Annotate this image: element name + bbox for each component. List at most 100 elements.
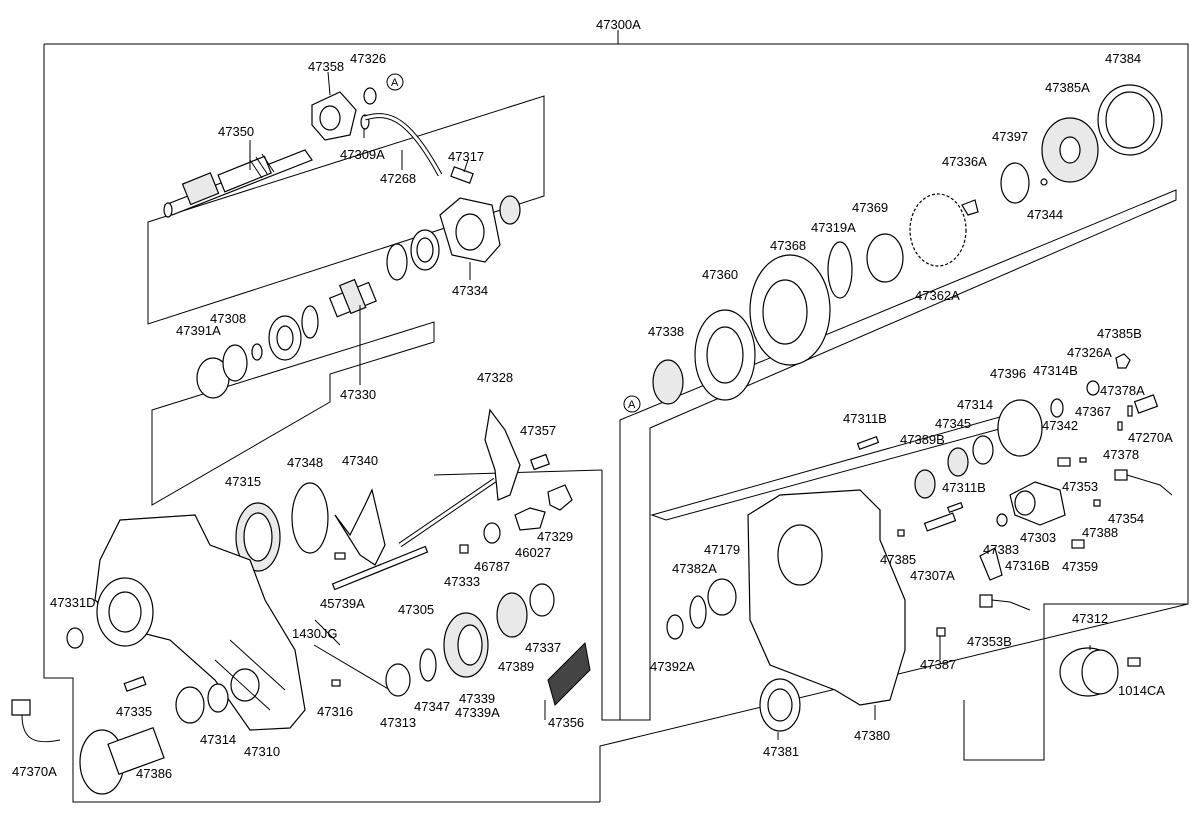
part-label-47307A: 47307A [910, 568, 955, 583]
part-label-47385A: 47385A [1045, 80, 1090, 95]
ring-47392A [666, 614, 684, 640]
washer [301, 305, 319, 339]
pin-47367 [1117, 421, 1123, 431]
part-label-47314-rear: 47314 [957, 397, 994, 412]
part-label-46027: 46027 [515, 545, 552, 560]
ref-circle-a-mid-label: A [628, 399, 636, 411]
part-label-1430JG: 1430JG [292, 626, 338, 641]
pump-47358 [311, 91, 357, 141]
part-label-47360: 47360 [702, 267, 739, 282]
pin-47333 [459, 544, 469, 554]
part-label-47348: 47348 [287, 455, 324, 470]
gear-47389B [914, 469, 936, 499]
tone-ring-47362A [909, 193, 967, 267]
part-label-47270A: 47270A [1128, 430, 1173, 445]
gear-47338 [652, 359, 684, 405]
motor-47303 [1009, 481, 1066, 526]
pin-47388 [1093, 499, 1101, 507]
part-label-47384: 47384 [1105, 51, 1142, 66]
housing-47396 [997, 399, 1043, 457]
small-ring [251, 343, 263, 361]
ring-47326 [363, 87, 377, 105]
part-label-47308: 47308 [210, 311, 247, 326]
part-label-47339A: 47339A [455, 705, 500, 720]
sprocket-47339 [443, 612, 489, 678]
part-label-47367: 47367 [1075, 404, 1112, 419]
hub-47360 [694, 309, 756, 401]
part-label-47300A: 47300A [596, 17, 641, 32]
part-label-47335: 47335 [116, 704, 153, 719]
seal-47331D [66, 627, 84, 649]
tube-47268-inner [364, 114, 442, 176]
nut-47383 [996, 513, 1008, 527]
part-label-47314-front: 47314 [200, 732, 237, 747]
bracket-47316B [979, 547, 1003, 581]
part-label-47303: 47303 [1020, 530, 1057, 545]
washer-47397 [1000, 162, 1030, 204]
part-label-47386: 47386 [136, 766, 173, 781]
part-label-47397: 47397 [992, 129, 1029, 144]
gear-47389 [496, 592, 528, 638]
leader-lines [249, 71, 1091, 740]
part-label-47347: 47347 [414, 699, 451, 714]
sensor-47353B-wire [991, 599, 1031, 611]
gear-47345 [947, 447, 969, 477]
part-label-47334: 47334 [452, 283, 489, 298]
part-label-46787: 46787 [474, 559, 511, 574]
seal-47314-b [207, 683, 229, 713]
bushing-46787 [483, 522, 501, 544]
part-label-47385B: 47385B [1097, 326, 1142, 341]
ring-47382A [689, 595, 707, 629]
bearing-47384 [1097, 84, 1163, 156]
bearing-47313 [385, 663, 411, 697]
plug-47335 [123, 676, 147, 692]
front-case-47310 [94, 514, 306, 731]
seal-47314B [1050, 398, 1064, 418]
part-label-47382A: 47382A [672, 561, 717, 576]
switch-47354-wire [1126, 474, 1173, 496]
part-label-47179: 47179 [704, 542, 741, 557]
bearing-47385A [1041, 117, 1099, 183]
part-label-47319A: 47319A [811, 220, 856, 235]
part-label-47313: 47313 [380, 715, 417, 730]
part-label-47378: 47378 [1103, 447, 1140, 462]
switch-46027 [514, 507, 546, 531]
bolt-1014CA [1127, 657, 1141, 667]
part-label-47362A: 47362A [915, 288, 960, 303]
clip-45739A [334, 552, 346, 560]
ring-47348 [291, 482, 329, 554]
part-label-47330: 47330 [340, 387, 377, 402]
part-label-47396: 47396 [990, 366, 1027, 381]
bearing-47308-inner [276, 325, 294, 351]
assembly-boundary [43, 30, 1189, 803]
part-label-47337: 47337 [525, 640, 562, 655]
part-label-47353B: 47353B [967, 634, 1012, 649]
sensor-47370A [11, 699, 31, 716]
part-label-47370A: 47370A [12, 764, 57, 779]
bolt-47311B-b [946, 501, 964, 513]
clip-47336A [961, 199, 979, 216]
part-label-1014CA: 1014CA [1118, 683, 1165, 698]
part-label-47380: 47380 [854, 728, 891, 743]
ring-47347 [419, 648, 437, 682]
yoke-47386 [79, 726, 165, 795]
nut-47326A [1086, 380, 1100, 396]
part-label-47329: 47329 [537, 529, 574, 544]
part-label-47383: 47383 [983, 542, 1020, 557]
part-label-47326A: 47326A [1067, 345, 1112, 360]
chain-47356 [547, 641, 591, 706]
part-label-47359: 47359 [1062, 559, 1099, 574]
clip-47359 [1071, 539, 1085, 549]
part-label-47310: 47310 [244, 744, 281, 759]
motor-47312 [1059, 647, 1119, 697]
spring-47357 [530, 453, 550, 471]
mainshaft-47330 [328, 278, 377, 318]
bolt-47311B-a [856, 435, 880, 451]
cap-47385B [1115, 353, 1131, 369]
ball-47344 [1040, 178, 1048, 186]
part-label-47336A: 47336A [942, 154, 987, 169]
switch-47354 [1114, 469, 1128, 481]
bracket-47329 [547, 484, 573, 511]
part-label-47369: 47369 [852, 200, 889, 215]
